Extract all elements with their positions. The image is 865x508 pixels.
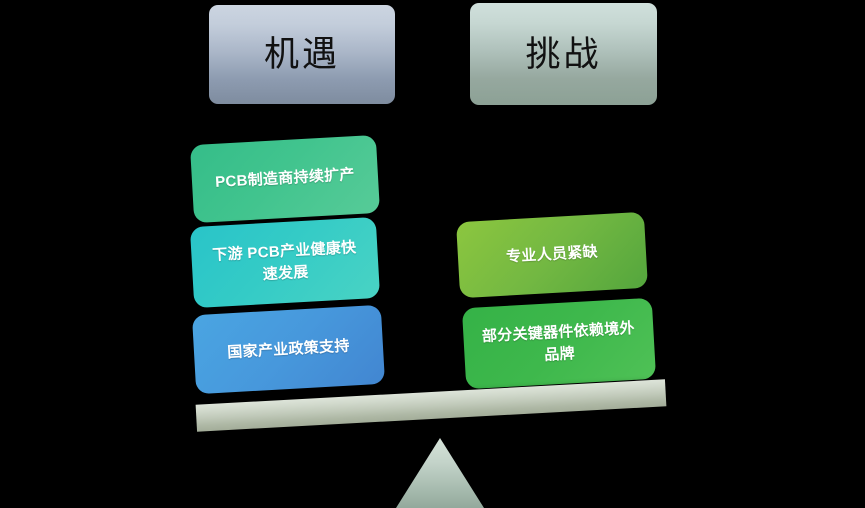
- challenge-card-label: 专业人员紧缺: [505, 243, 599, 266]
- challenge-card-label: 部分关键器件依赖境外品牌: [481, 319, 636, 364]
- opportunity-card-label: 下游 PCB产业健康快速发展: [211, 238, 357, 283]
- fulcrum-triangle-icon: [396, 438, 484, 508]
- opportunity-card-label: 国家产业政策支持: [226, 337, 351, 362]
- header-box-challenge: 挑战: [470, 3, 657, 105]
- challenge-card: 专业人员紧缺: [456, 211, 648, 299]
- opportunity-card: PCB制造商持续扩产: [189, 134, 381, 224]
- header-box-opportunity: 机遇: [209, 5, 395, 104]
- header-label-opportunity: 机遇: [263, 35, 340, 74]
- challenge-card: 部分关键器件依赖境外品牌: [461, 297, 657, 390]
- opportunity-card: 国家产业政策支持: [191, 304, 386, 395]
- header-label-challenge: 挑战: [525, 34, 602, 74]
- opportunity-card-label: PCB制造商持续扩产: [214, 166, 356, 192]
- opportunity-card: 下游 PCB产业健康快速发展: [189, 216, 381, 309]
